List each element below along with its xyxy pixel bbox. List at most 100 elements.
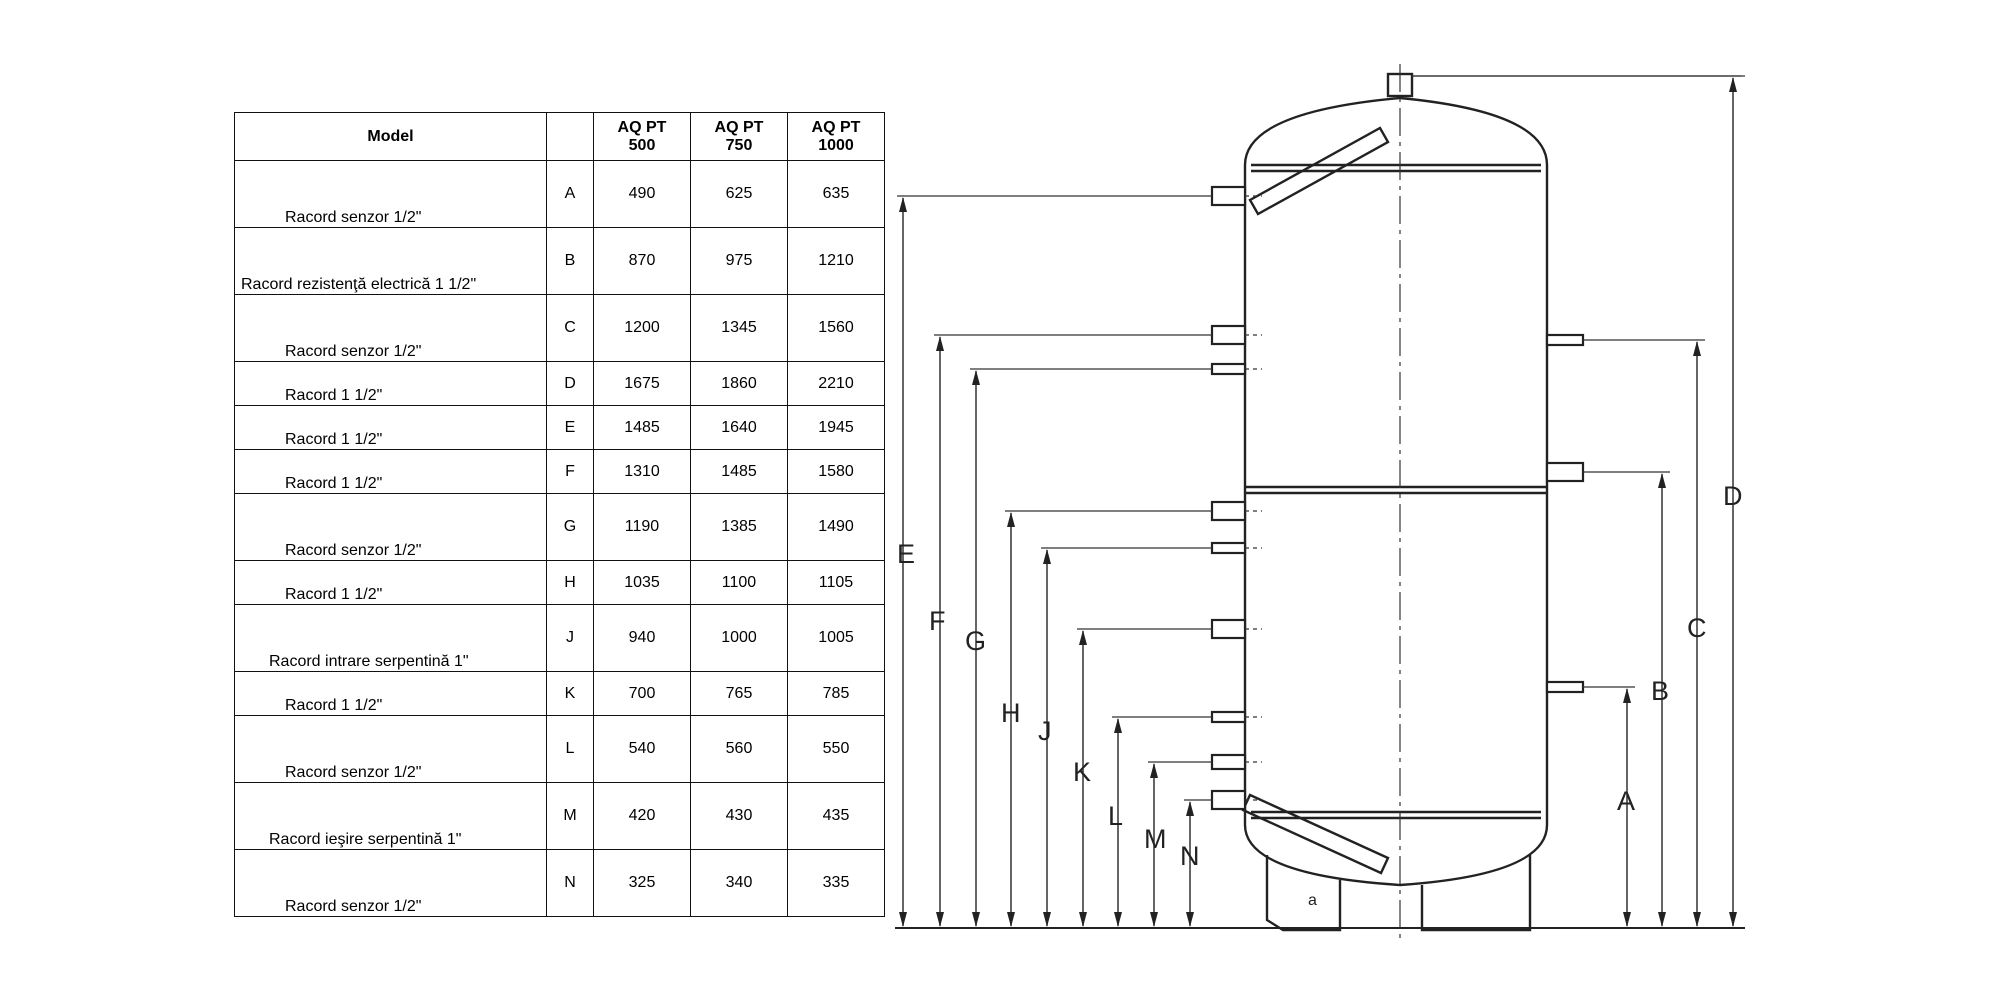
header-750-line1: AQ PT bbox=[714, 118, 764, 136]
left-foot bbox=[1265, 855, 1342, 932]
dimension-label-C: C bbox=[1687, 613, 1707, 643]
left-nozzle bbox=[1210, 789, 1247, 811]
row-description: Racord intrare serpentină 1" bbox=[234, 604, 547, 672]
header-aq-pt-750: AQ PT 750 bbox=[690, 112, 788, 161]
arrow-bottom bbox=[1623, 912, 1631, 927]
dimension-label-B: B bbox=[1651, 676, 1669, 706]
row-description: Racord senzor 1/2" bbox=[234, 160, 547, 228]
row-description: Racord rezistenţă electrică 1 1/2" bbox=[234, 227, 547, 295]
value-aq-pt-1000: 435 bbox=[787, 782, 885, 850]
header-aq-pt-1000: AQ PT 1000 bbox=[787, 112, 885, 161]
value-aq-pt-750: 340 bbox=[690, 849, 788, 917]
value-aq-pt-1000: 785 bbox=[787, 671, 885, 716]
value-aq-pt-750: 430 bbox=[690, 782, 788, 850]
tank-shell bbox=[1243, 96, 1549, 887]
left-nozzle bbox=[1210, 753, 1247, 771]
lower-diagonal-pipe bbox=[1241, 793, 1390, 875]
dimension-label-A: A bbox=[1617, 786, 1635, 816]
value-aq-pt-750: 560 bbox=[690, 715, 788, 783]
arrow-top bbox=[1114, 718, 1122, 733]
row-code: A bbox=[546, 160, 594, 228]
value-aq-pt-750: 975 bbox=[690, 227, 788, 295]
value-aq-pt-500: 540 bbox=[593, 715, 691, 783]
dimension-label-G: G bbox=[965, 626, 986, 656]
dimension-label-E: E bbox=[897, 539, 915, 569]
arrow-bottom bbox=[1114, 912, 1122, 927]
arrow-bottom bbox=[1729, 912, 1737, 927]
value-aq-pt-750: 1000 bbox=[690, 604, 788, 672]
value-aq-pt-750: 1860 bbox=[690, 361, 788, 406]
arrow-top bbox=[1729, 77, 1737, 92]
value-aq-pt-1000: 550 bbox=[787, 715, 885, 783]
dimension-label-L: L bbox=[1108, 801, 1123, 831]
arrow-bottom bbox=[1186, 912, 1194, 927]
dimension-label-K: K bbox=[1073, 757, 1091, 787]
row-description: Racord senzor 1/2" bbox=[234, 493, 547, 561]
left-nozzle bbox=[1210, 324, 1247, 346]
arrow-top bbox=[1079, 630, 1087, 645]
left-nozzle bbox=[1210, 618, 1247, 640]
row-code: N bbox=[546, 849, 594, 917]
value-aq-pt-500: 1190 bbox=[593, 493, 691, 561]
value-aq-pt-750: 1100 bbox=[690, 560, 788, 605]
arrow-bottom bbox=[1150, 912, 1158, 927]
value-aq-pt-1000: 1490 bbox=[787, 493, 885, 561]
dimension-label-J: J bbox=[1038, 716, 1052, 746]
upper-diagonal-pipe bbox=[1248, 126, 1390, 216]
value-aq-pt-1000: 1560 bbox=[787, 294, 885, 362]
arrow-bottom bbox=[899, 912, 907, 927]
row-description: Racord ieşire serpentină 1" bbox=[234, 782, 547, 850]
value-aq-pt-1000: 1945 bbox=[787, 405, 885, 450]
value-aq-pt-1000: 2210 bbox=[787, 361, 885, 406]
value-aq-pt-1000: 1580 bbox=[787, 449, 885, 494]
dimensions-table: Model AQ PT 500 AQ PT 750 AQ PT 1000 Rac… bbox=[234, 112, 885, 917]
header-1000-line1: AQ PT bbox=[811, 118, 861, 136]
right-foot bbox=[1420, 855, 1532, 932]
value-aq-pt-750: 1485 bbox=[690, 449, 788, 494]
row-code: J bbox=[546, 604, 594, 672]
row-code: C bbox=[546, 294, 594, 362]
arrow-top bbox=[1623, 688, 1631, 703]
value-aq-pt-500: 420 bbox=[593, 782, 691, 850]
nozzles bbox=[1210, 185, 1585, 811]
value-aq-pt-500: 325 bbox=[593, 849, 691, 917]
arrow-bottom bbox=[936, 912, 944, 927]
value-aq-pt-500: 1675 bbox=[593, 361, 691, 406]
arrow-top bbox=[1186, 801, 1194, 816]
dimension-label-F: F bbox=[929, 606, 946, 636]
left-nozzle bbox=[1210, 500, 1247, 522]
header-750-line2: 750 bbox=[725, 136, 753, 154]
arrow-top bbox=[899, 197, 907, 212]
value-aq-pt-500: 1200 bbox=[593, 294, 691, 362]
left-nozzle bbox=[1210, 362, 1247, 376]
arrow-top bbox=[1658, 473, 1666, 488]
row-description: Racord 1 1/2" bbox=[234, 361, 547, 406]
dimension-label-H: H bbox=[1001, 698, 1021, 728]
tank-body bbox=[1241, 72, 1549, 932]
dimension-label-M: M bbox=[1144, 824, 1167, 854]
value-aq-pt-1000: 635 bbox=[787, 160, 885, 228]
header-code bbox=[546, 112, 594, 161]
row-code: D bbox=[546, 361, 594, 406]
dimension-label-D: D bbox=[1723, 481, 1743, 511]
arrow-top bbox=[936, 336, 944, 351]
right-nozzle bbox=[1545, 680, 1585, 694]
arrow-bottom bbox=[1079, 912, 1087, 927]
row-code: G bbox=[546, 493, 594, 561]
arrow-bottom bbox=[1693, 912, 1701, 927]
arrow-bottom bbox=[972, 912, 980, 927]
left-nozzle bbox=[1210, 710, 1247, 724]
arrow-bottom bbox=[1043, 912, 1051, 927]
arrow-top bbox=[1043, 549, 1051, 564]
arrow-top bbox=[1150, 763, 1158, 778]
